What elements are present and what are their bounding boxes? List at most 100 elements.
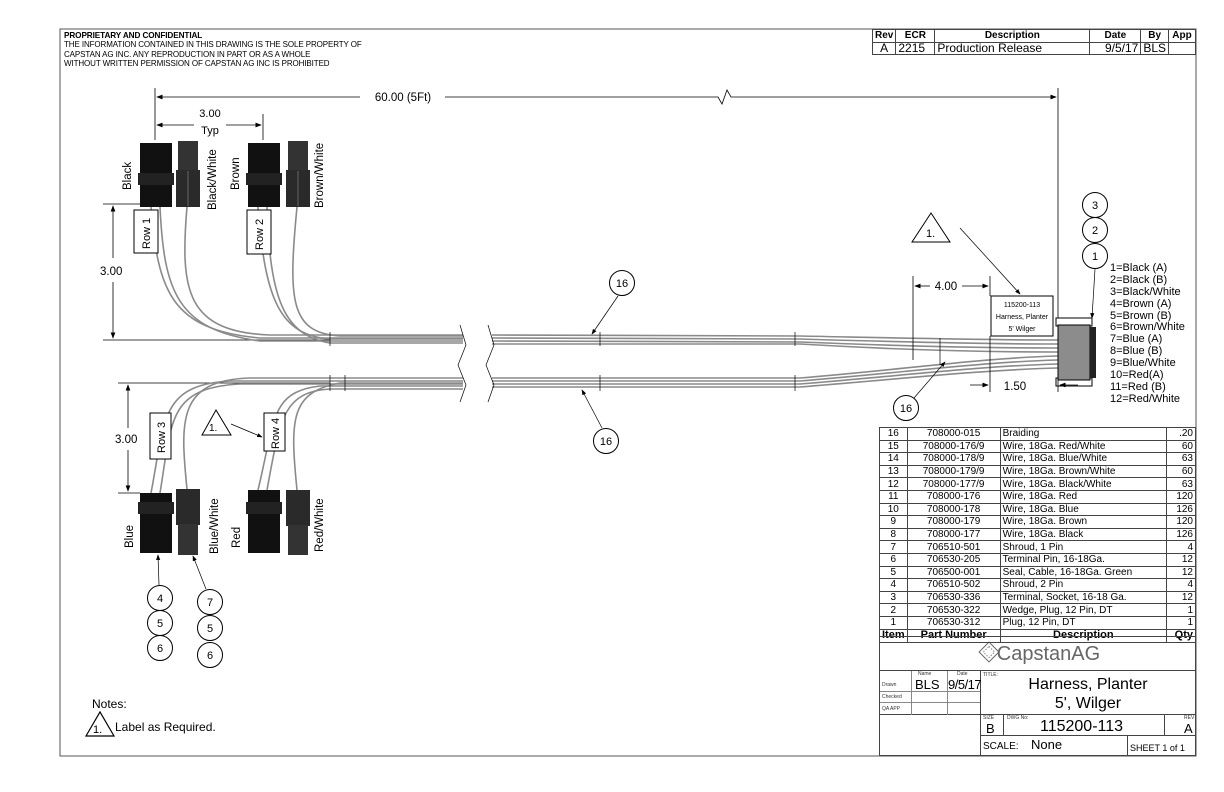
blue-white-connector [176, 489, 200, 555]
balloon-1: 1 [1082, 243, 1108, 269]
bom-description-cell: Wire, 18Ga. Brown [999, 515, 1168, 529]
upper-drop-dimension [103, 203, 330, 494]
row-1-label: Row 1 [141, 218, 153, 249]
svg-text:6: 6 [157, 643, 163, 655]
bom-item-cell: 6 [879, 552, 908, 567]
svg-text:1.: 1. [926, 228, 935, 240]
svg-text:1.: 1. [209, 423, 217, 434]
drawing-number: 115200-113 [1040, 718, 1124, 735]
bom-qty-cell: 12 [1166, 552, 1196, 567]
proprietary-heading: PROPRIETARY AND CONFIDENTIAL [64, 31, 203, 40]
blue-white-label: Blue/White [209, 498, 221, 554]
balloon-5: 5 [147, 610, 173, 636]
label-width-dimension: 1.50 [1004, 381, 1026, 393]
balloon-16: 16 [893, 395, 919, 421]
svg-text:2: 2 [1092, 225, 1098, 237]
bom-part-number-cell: 706500-001 [906, 565, 1001, 580]
black-white-connector [176, 141, 200, 207]
balloon-6: 6 [197, 642, 223, 668]
drawn-date: 9/5/17 [948, 677, 982, 692]
app-header: App [1168, 29, 1196, 43]
svg-text:7: 7 [207, 597, 213, 609]
bom-description-cell: Braiding [999, 427, 1168, 441]
bom-item-header: Item [879, 628, 908, 643]
spacing-dimension-label: 3.00 [199, 108, 220, 120]
note-flag-icon: 1. [84, 710, 116, 737]
bom-part-number-cell: 706530-336 [906, 590, 1001, 605]
dwg-number-cell: DWG No: 115200-113 [1004, 715, 1165, 736]
bom-part-number-cell: 706530-322 [906, 603, 1001, 617]
proprietary-notice: PROPRIETARY AND CONFIDENTIAL THE INFORMA… [64, 31, 362, 69]
svg-text:115200-113: 115200-113 [1004, 302, 1040, 309]
break-lines [457, 324, 495, 403]
bom-qty-cell: 4 [1166, 578, 1196, 592]
description-cell: Production Release [934, 41, 1091, 56]
row-2-tag: Row 2 [246, 209, 272, 255]
row-3-label: Row 3 [156, 422, 168, 453]
row-4-label: Row 4 [270, 418, 282, 449]
harness-label-tag: 115200-113 Harness, Planter 5' Wilger [990, 295, 1054, 337]
brown-label: Brown [230, 157, 242, 190]
bom-part-number-cell: 708000-178 [906, 502, 1001, 517]
svg-text:5: 5 [157, 618, 163, 630]
bom-item-cell: 10 [879, 502, 908, 517]
bom-item-cell: 1 [879, 615, 908, 630]
approval-grid: Name Date Drawn Checked QA APP BLS 9/5/1… [880, 671, 982, 715]
by-cell: BLS [1140, 41, 1169, 56]
red-white-label: Red/White [314, 498, 326, 552]
title-area: TITLE: Harness, Planter 5', Wilger [981, 671, 1195, 715]
balloon-16: 16 [593, 428, 619, 454]
bom-part-number-cell: 708000-177/9 [906, 477, 1001, 491]
capstan-logo-icon [978, 641, 1000, 663]
spacing-typ-label: Typ [201, 125, 219, 137]
name-column-label: Name [918, 671, 932, 677]
red-white-connector [286, 490, 310, 555]
bom-description-cell: Wire, 18Ga. Black [999, 527, 1168, 542]
bom-description-cell: Shroud, 1 Pin [999, 540, 1168, 554]
pin-legend-item: 12=Red/White [1110, 392, 1181, 405]
bom-qty-cell: 126 [1166, 502, 1196, 517]
bom-qty-cell: 60 [1166, 439, 1196, 454]
sheet-number: SHEET 1 of 1 [1130, 743, 1185, 753]
row-2-label: Row 2 [254, 219, 266, 250]
bom-item-cell: 3 [879, 590, 908, 605]
bom-item-cell: 9 [879, 515, 908, 529]
bom-qty-cell: 60 [1166, 464, 1196, 479]
pin-legend-item: 2=Black (B) [1110, 273, 1168, 286]
bom-qty-cell: 12 [1166, 565, 1196, 580]
rev-cell: A [871, 41, 897, 56]
row-4-tag: Row 4 [263, 412, 286, 452]
brown-white-connector [286, 141, 310, 207]
note-1: Label as Required. [115, 720, 216, 734]
proprietary-line: CAPSTAN AG INC. ANY REPRODUCTION IN PART… [64, 49, 311, 59]
red-label: Red [231, 527, 243, 548]
pin-legend-item: 10=Red(A) [1110, 369, 1164, 382]
drawn-name: BLS [915, 677, 940, 692]
bom-item-cell: 14 [879, 452, 908, 466]
bom-item-cell: 15 [879, 439, 908, 454]
title-label: TITLE: [983, 672, 999, 678]
bom-item-cell: 5 [879, 565, 908, 580]
overall-length-label: 60.00 (5Ft) [375, 92, 431, 104]
pin-legend-item: 5=Brown (B) [1110, 309, 1172, 322]
proprietary-line: THE INFORMATION CONTAINED IN THIS DRAWIN… [64, 40, 362, 50]
bom-qty-header: Qty [1166, 628, 1196, 643]
pin-legend-item: 11=Red (B) [1110, 380, 1166, 393]
pin-legend-item: 9=Blue/White [1110, 357, 1176, 370]
sheet-size: B [986, 721, 995, 736]
overall-dimension [154, 88, 1059, 322]
bom-qty-cell: 1 [1166, 615, 1196, 630]
blue-connector [138, 493, 174, 553]
company-logo: CapstanAG [880, 637, 1195, 671]
main-12-pin-connector [1055, 317, 1096, 387]
bom-part-number-cell: 708000-177 [906, 527, 1001, 542]
